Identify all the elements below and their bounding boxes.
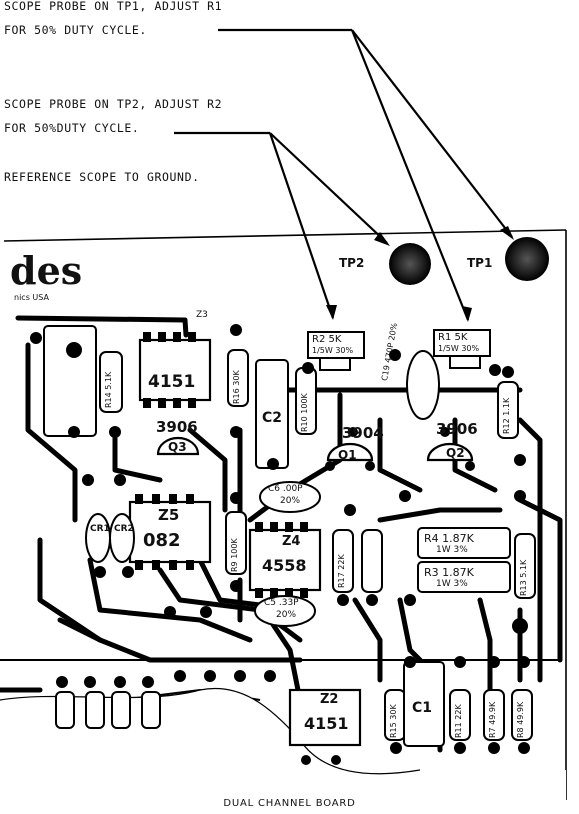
r2-label: R2 5K (312, 334, 342, 345)
q3-ref: Q3 (168, 440, 187, 454)
board-logo-sub: nics USA (14, 293, 49, 302)
r10-label: R10 100K (300, 393, 309, 432)
tp2-label: TP2 (339, 256, 365, 270)
q1-part: 3904 (342, 424, 384, 442)
z3-part: 4151 (148, 372, 196, 392)
r7-label: R7 49.9K (488, 701, 497, 738)
r14-label: R14 5.1K (104, 371, 113, 408)
z2-part: 4151 (304, 714, 349, 733)
r12-label: R12 1.1K (502, 397, 511, 434)
q2-ref: Q2 (446, 446, 465, 460)
r4-spec: 1W 3% (436, 545, 468, 555)
tp1-test-point (505, 237, 549, 281)
note-ground: REFERENCE SCOPE TO GROUND. (4, 170, 200, 184)
r16-label: R16 30K (232, 370, 241, 404)
c6-label: C6 .00P (268, 484, 303, 494)
note-tp1-line1: SCOPE PROBE ON TP1, ADJUST R1 (4, 0, 223, 13)
c5-label: C5 .33P (264, 598, 299, 608)
board-logo: des (10, 248, 83, 293)
z5-part: 082 (143, 530, 181, 551)
r13-label: R13 5.1K (519, 559, 528, 596)
board-outline (3, 229, 567, 800)
q2-part: 3906 (436, 420, 478, 438)
z4-part: 4558 (262, 556, 307, 575)
note-tp2-line2: FOR 50%DUTY CYCLE. (4, 121, 140, 135)
ic-z3 (138, 338, 212, 402)
pot-r1-base (449, 355, 481, 369)
r8-label: R8 49.9K (516, 701, 525, 738)
c2-label: C2 (262, 410, 283, 426)
z4-ref: Z4 (282, 534, 301, 549)
r1-label: R1 5K (438, 332, 468, 343)
c1-label: C1 (412, 700, 433, 716)
leader-lines (174, 28, 513, 321)
q3-part: 3906 (156, 418, 198, 436)
r4-label: R4 1.87K (424, 532, 474, 545)
transistors (156, 436, 474, 462)
c6-tol: 20% (280, 496, 301, 506)
r3-label: R3 1.87K (424, 566, 474, 579)
pot-r2-base (319, 357, 351, 371)
r11-label: R11 22K (454, 704, 463, 738)
r15-label: R15 30K (389, 704, 398, 738)
cr2-label: CR2 (114, 524, 134, 534)
z2-ref: Z2 (320, 692, 339, 707)
r1-spec: 1/5W 30% (438, 344, 480, 353)
note-tp1-line2: FOR 50% DUTY CYCLE. (4, 23, 147, 37)
note-tp2-line1: SCOPE PROBE ON TP2, ADJUST R2 (4, 97, 223, 111)
r17-label: R17 22K (337, 554, 346, 588)
pot-r1 (433, 329, 491, 357)
tp1-label: TP1 (467, 256, 493, 270)
c5-tol: 20% (276, 610, 297, 620)
cr1-label: CR1 (90, 524, 110, 534)
pot-r2 (307, 331, 365, 359)
r3-spec: 1W 3% (436, 579, 468, 589)
z3-ref: Z3 (196, 310, 208, 320)
r2-spec: 1/5W 30% (312, 346, 354, 355)
r9-label: R9 100K (230, 538, 239, 572)
board-caption: DUAL CHANNEL BOARD (223, 798, 356, 809)
solder-pads (30, 324, 530, 765)
ic-z2 (288, 688, 362, 747)
tp2-test-point (389, 243, 431, 285)
q1-ref: Q1 (338, 448, 357, 462)
z5-ref: Z5 (158, 506, 180, 524)
